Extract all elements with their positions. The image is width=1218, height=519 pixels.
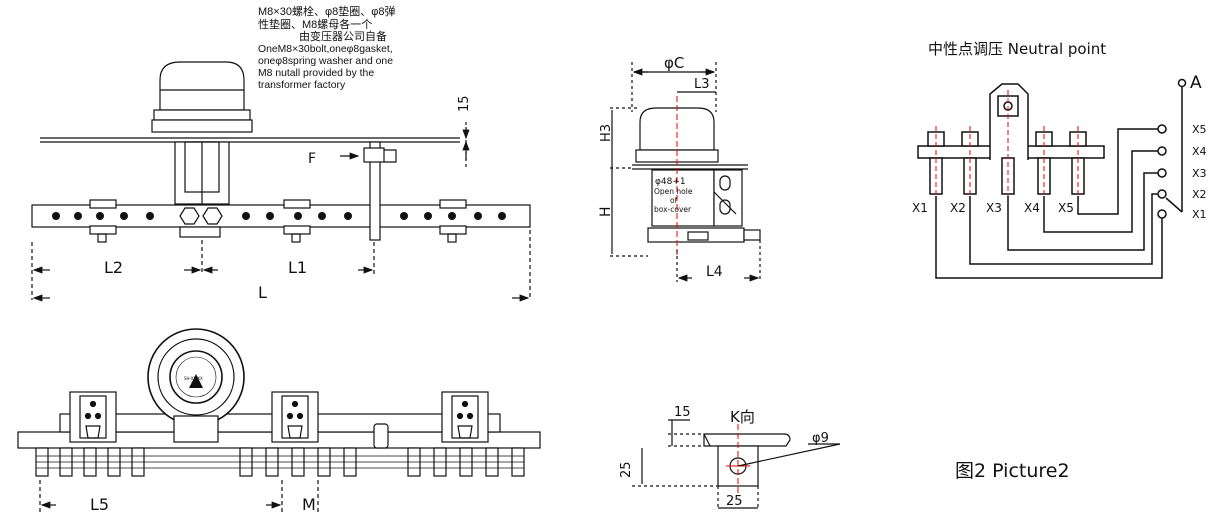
note-en-4: transformer factory bbox=[258, 79, 346, 91]
note-cn-2: 性垫圈、M8螺母各一个 bbox=[258, 18, 373, 31]
bracket-mid bbox=[271, 391, 319, 443]
bolt-note: M8×30螺栓、φ8垫圈、φ8弹 性垫圈、M8螺母各一个 由变压器公司自备 On… bbox=[258, 6, 468, 92]
tap-terminals bbox=[1157, 124, 1167, 219]
bracket-right bbox=[441, 391, 489, 443]
tap-label-X2: X2 bbox=[1192, 188, 1207, 201]
front-dim-L2: L2 bbox=[104, 258, 123, 277]
k-view bbox=[632, 419, 841, 510]
side-view bbox=[610, 62, 761, 282]
k-dim-15: 15 bbox=[674, 405, 691, 420]
front-dim-15: 15 bbox=[457, 95, 472, 112]
post-label-X2: X2 bbox=[950, 201, 966, 215]
hole-en-1: Open hole bbox=[654, 187, 693, 196]
contact-dots bbox=[52, 212, 506, 220]
hole-label: φ48+1 bbox=[655, 177, 686, 187]
k-dim-25-h: 25 bbox=[726, 494, 743, 509]
front-label-F: F bbox=[308, 151, 316, 167]
note-en-2: oneφ8spring washer and one bbox=[258, 55, 393, 67]
top-dim-M: M bbox=[302, 495, 316, 514]
picture-label: 图2 Picture2 bbox=[955, 460, 1070, 482]
bracket-left bbox=[69, 391, 117, 443]
tap-label-X4: X4 bbox=[1192, 145, 1207, 158]
right-labels: X5 X4 X3 X2 X1 bbox=[1192, 123, 1207, 221]
note-en-1: OneM8×30bolt,oneφ8gasket, bbox=[258, 43, 393, 55]
dial-text: SH-XX-XX bbox=[184, 376, 203, 381]
front-dim-L: L bbox=[258, 283, 267, 302]
bottom-labels: X1 X2 X3 X4 X5 bbox=[912, 201, 1074, 215]
tap-label-X3: X3 bbox=[1192, 167, 1207, 180]
tap-label-X5: X5 bbox=[1192, 123, 1207, 136]
neutral-point-diagram bbox=[917, 78, 1187, 279]
note-cn-1: M8×30螺栓、φ8垫圈、φ8弹 bbox=[258, 6, 396, 18]
hole-en-2: of bbox=[670, 196, 678, 205]
post-label-X3: X3 bbox=[986, 201, 1002, 215]
side-dim-L3: L3 bbox=[694, 77, 710, 92]
hole-en-3: box-cover bbox=[654, 205, 692, 214]
front-view bbox=[31, 61, 531, 302]
top-dim-L5: L5 bbox=[90, 495, 109, 514]
post-label-X1: X1 bbox=[912, 201, 928, 215]
terminal-A: A bbox=[1190, 73, 1202, 93]
tap-label-X1: X1 bbox=[1192, 208, 1207, 221]
side-dim-H: H bbox=[598, 206, 614, 217]
top-view bbox=[17, 328, 541, 512]
front-dim-L1: L1 bbox=[288, 258, 307, 277]
post-label-X5: X5 bbox=[1058, 201, 1074, 215]
side-dim-H3: H3 bbox=[599, 124, 614, 142]
note-en-3: M8 nutall provided by the bbox=[258, 67, 375, 79]
k-dim-25-v: 25 bbox=[619, 461, 634, 478]
side-dim-L4: L4 bbox=[706, 264, 723, 280]
k-view-title: K向 bbox=[730, 408, 755, 426]
k-dim-phi9: φ9 bbox=[812, 431, 829, 446]
neutral-point-title: 中性点调压 Neutral point bbox=[928, 40, 1107, 58]
post-label-X4: X4 bbox=[1024, 201, 1040, 215]
note-cn-3: 由变压器公司自备 bbox=[299, 31, 387, 44]
side-dim-phiC: φC bbox=[664, 54, 684, 72]
